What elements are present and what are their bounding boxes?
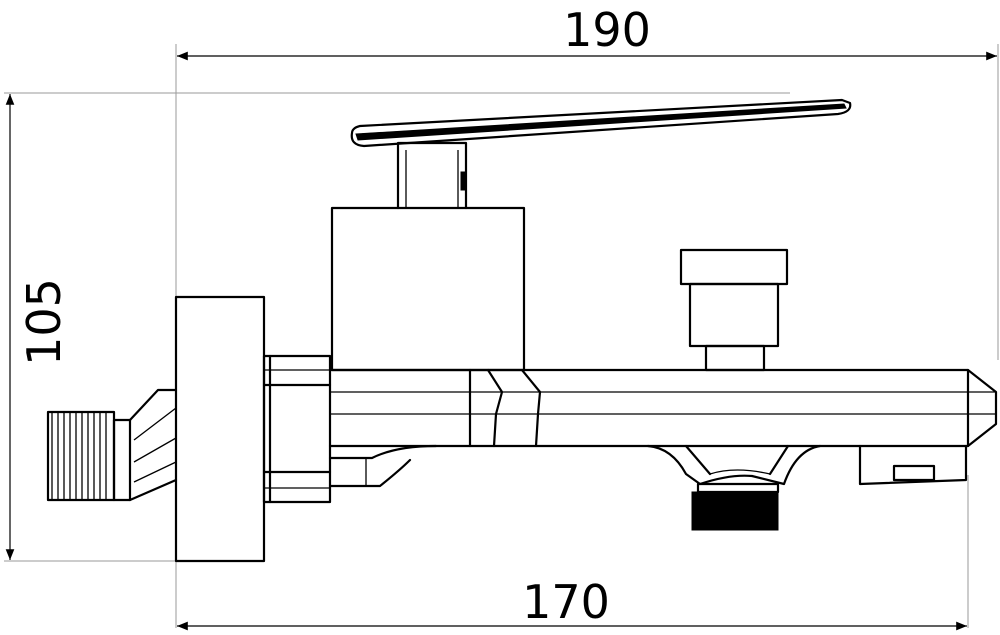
hex-nut [262,354,332,504]
threaded-inlet [46,388,178,502]
shower-outlet [646,444,822,531]
dimension-label-190: 190 [563,3,651,57]
wall-flange [174,295,266,563]
spout [328,368,998,488]
lever-handle [350,98,852,210]
dimension-base-width: 170 [177,575,967,631]
dimension-height: 105 [5,94,71,560]
diverter-knob[interactable] [679,248,789,372]
dimension-overall-width: 190 [177,3,997,61]
extension-lines [4,44,999,628]
spout-aerator [858,444,968,486]
mixer-body [330,206,526,372]
dimension-label-105: 105 [17,278,71,366]
dimension-label-170: 170 [522,575,610,629]
